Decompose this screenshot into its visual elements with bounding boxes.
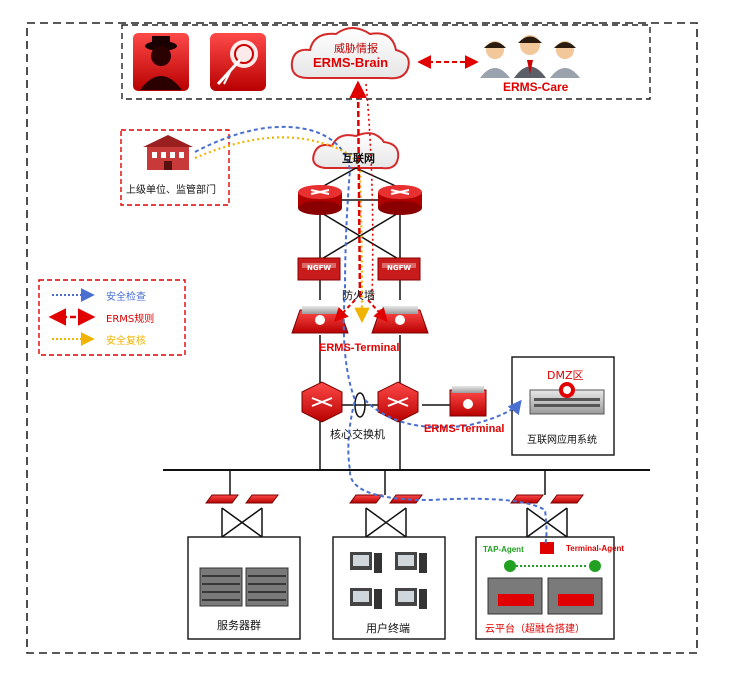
- erms-terminal-right-icon: [371, 306, 429, 334]
- building-icon: [143, 135, 193, 170]
- dmz-title: DMZ区: [547, 369, 584, 382]
- review-flow: [194, 136, 370, 324]
- brain-cn-label: 威胁情报: [334, 42, 378, 55]
- rule-flow-left-terminal: [334, 299, 356, 323]
- server-rack-icon: [199, 567, 289, 607]
- core-switch-right-icon: [377, 381, 419, 423]
- brain-en-label: ERMS-Brain: [313, 55, 389, 70]
- router-left-icon: [298, 185, 342, 215]
- firewall-label: 防火墙: [342, 289, 375, 302]
- core-switch-left-icon: [301, 381, 343, 423]
- firewall-right-icon: [377, 257, 421, 281]
- care-label: ERMS-Care: [503, 80, 569, 94]
- firewall-badge-left: NGFW: [307, 264, 332, 272]
- internet-label: 互联网: [342, 152, 375, 165]
- legend-review-label: 安全复核: [106, 336, 146, 347]
- trunk-link-icon: [354, 392, 366, 418]
- terminal-label-2: ERMS-Terminal: [424, 423, 505, 435]
- cloud-server-icon: [487, 542, 603, 615]
- dmz-system-label: 互联网应用系统: [527, 435, 597, 446]
- check-flow-dmz: [364, 399, 522, 429]
- user-zone-label: 用户终端: [366, 622, 410, 635]
- user-pc-icon: [350, 552, 427, 609]
- router-right-icon: [378, 185, 422, 215]
- rule-flow-right-terminal: [367, 299, 388, 323]
- server-zone-label: 服务器群: [217, 619, 261, 632]
- erms-care-people-icon: [480, 35, 580, 78]
- legend-rule-label: ERMS规则: [106, 314, 155, 325]
- core-switch-label: 核心交换机: [330, 428, 385, 441]
- erms-terminal-left-icon: [291, 306, 349, 334]
- threat-radar-icon: [210, 33, 266, 91]
- check-flow-supervisor: [194, 125, 548, 546]
- supervisor-label: 上级单位、监管部门: [126, 185, 216, 196]
- terminal-agent-label: Terminal-Agent: [566, 544, 625, 553]
- hacker-icon: [133, 33, 189, 91]
- internet-cloud: [312, 132, 400, 170]
- rule-flow-down: [349, 80, 367, 301]
- access-switches: [205, 494, 584, 504]
- terminal-label-1: ERMS-Terminal: [319, 342, 400, 354]
- rule-flow-right: [365, 83, 374, 301]
- firewall-badge-right: NGFW: [387, 264, 412, 272]
- firewall-left-icon: [297, 257, 341, 281]
- network-links: [163, 167, 650, 538]
- tap-agent-label: TAP-Agent: [483, 545, 524, 554]
- erms-terminal-dmz-icon: [449, 386, 487, 417]
- web-server-icon: [529, 382, 605, 415]
- erms-brain-cloud: [290, 27, 410, 80]
- legend-check-label: 安全检查: [106, 292, 146, 303]
- cloud-zone-label: 云平台（超融合搭建）: [485, 624, 585, 635]
